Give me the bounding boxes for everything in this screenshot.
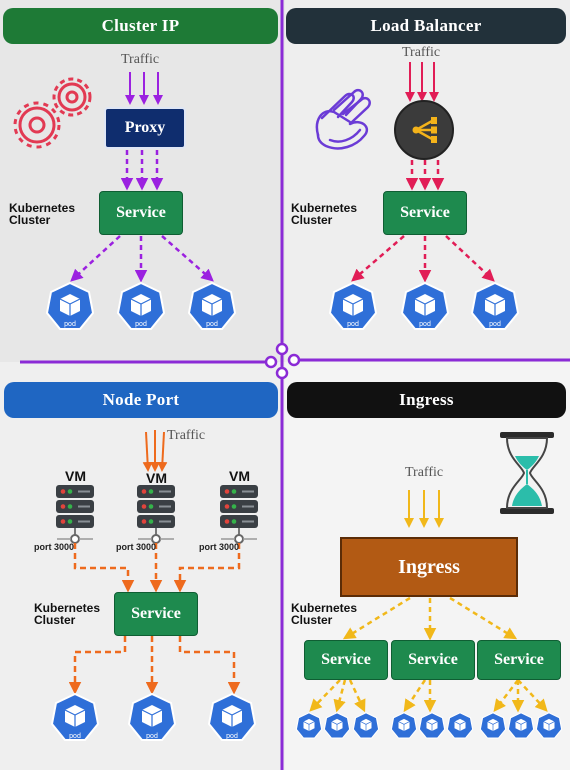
pod-label: pod [419,321,431,328]
port-label: port 3000 [34,542,75,552]
load-balancer-icon [394,100,454,160]
pod-label: pod [226,733,238,740]
vm-label: VM [146,470,167,486]
pod-label: pod [347,321,359,328]
pod-label: pod [64,321,76,328]
load-balancer-title: Load Balancer [286,8,566,44]
cluster-ip-title: Cluster IP [3,8,278,44]
traffic-label: Traffic [402,45,441,60]
proxy-box: Proxy [104,107,186,149]
pod-icon [352,712,380,739]
pod-icon [295,712,323,739]
vm-label: VM [65,468,86,484]
pod-label: pod [489,321,501,328]
pod-icon [418,712,446,739]
ingress-title: Ingress [287,382,566,418]
hands-icon [315,88,371,150]
pod-icon [507,712,535,739]
gears-icon [13,77,92,149]
service-box: Service [99,191,183,235]
service-box: Service [391,640,475,680]
ingress-box: Ingress [340,537,518,597]
pod-label: pod [206,321,218,328]
traffic-label: Traffic [121,52,160,67]
service-box: Service [383,191,467,235]
pod-icon [479,712,507,739]
node-port-title: Node Port [4,382,278,418]
hourglass-icon [500,432,554,514]
pod-icon [535,712,563,739]
service-box: Service [114,592,198,636]
pod-label: pod [146,733,158,740]
service-box: Service [477,640,561,680]
pod-icon [446,712,474,739]
pod-icon [390,712,418,739]
vm-label: VM [229,468,250,484]
port-label: port 3000 [199,542,240,552]
pod-icon [323,712,351,739]
pod-label: pod [69,733,81,740]
port-label: port 3000 [116,542,157,552]
service-box: Service [304,640,388,680]
traffic-label: Traffic [405,465,444,480]
traffic-label: Traffic [167,428,206,443]
pod-label: pod [135,321,147,328]
